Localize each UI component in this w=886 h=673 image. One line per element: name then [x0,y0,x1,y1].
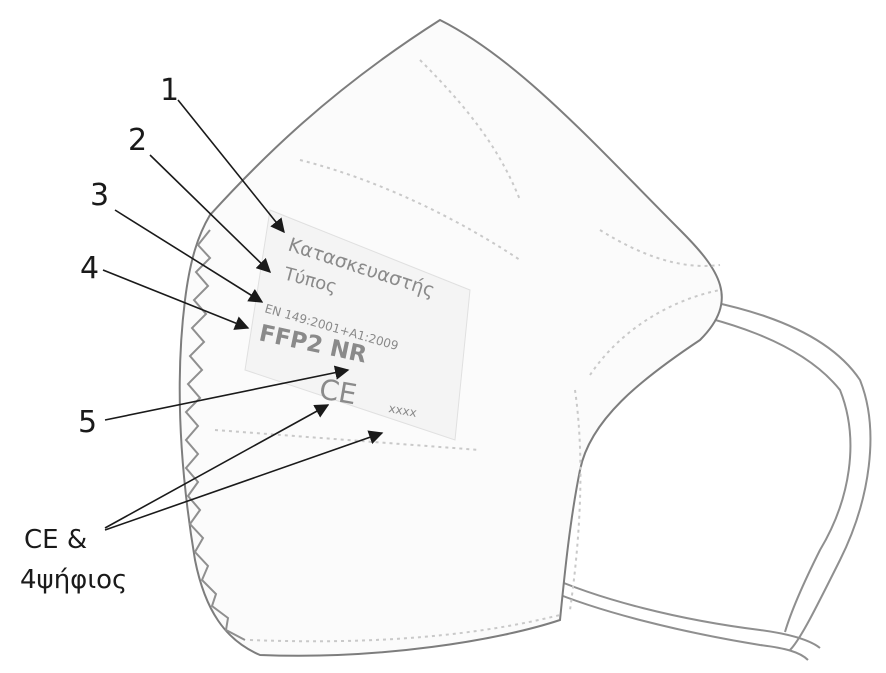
callout-label-5: 5 [78,405,97,440]
callouts: 1 2 3 4 5 CE & 4ψήφιος [20,73,179,595]
callout-label-ce-line1: CE & [24,525,87,555]
ce-mark: CE [317,372,359,411]
callout-label-1: 1 [160,73,179,108]
callout-label-ce-line2: 4ψήφιος [20,565,127,595]
callout-label-4: 4 [80,251,99,286]
callout-label-3: 3 [90,178,109,213]
callout-label-2: 2 [128,123,147,158]
